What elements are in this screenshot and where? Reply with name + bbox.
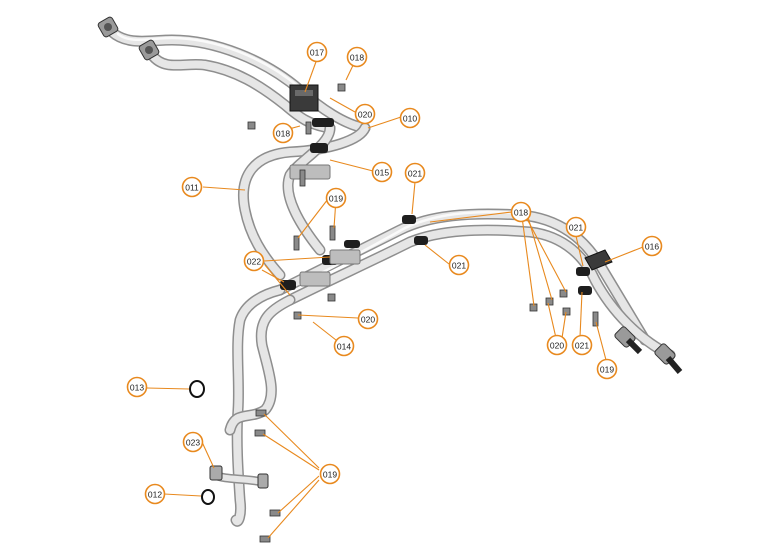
- callout-circle: [565, 216, 587, 238]
- bolts: [247, 83, 599, 543]
- callout-label: 020: [361, 315, 375, 325]
- callout-017: 017: [306, 41, 328, 63]
- fitting-023: [209, 465, 269, 489]
- callout-label: 021: [575, 341, 589, 351]
- callout-circle: [354, 103, 376, 125]
- callout-label: 016: [645, 242, 659, 252]
- bracket-016: [584, 249, 613, 271]
- callout-021: 021: [404, 162, 426, 184]
- callout-circle: [272, 122, 294, 144]
- callout-label: 022: [247, 257, 261, 267]
- fitting-right-1: [614, 326, 643, 355]
- callout-label: 015: [375, 168, 389, 178]
- callout-label: 012: [148, 490, 162, 500]
- callout-label: 020: [358, 110, 372, 120]
- bracket-017: [289, 84, 319, 112]
- callout-circle: [546, 334, 568, 356]
- callout-021: 021: [571, 334, 593, 356]
- callout-label: 021: [408, 169, 422, 179]
- callout-circle: [325, 187, 347, 209]
- callout-label: 010: [403, 114, 417, 124]
- callout-circle: [596, 358, 618, 380]
- pipe-main-run: [274, 208, 676, 361]
- callout-label: 021: [569, 223, 583, 233]
- callout-016: 016: [641, 235, 663, 257]
- callout-014: 014: [333, 335, 355, 357]
- callout-022: 022: [243, 250, 265, 272]
- callout-circle: [510, 201, 532, 223]
- callout-circle: [641, 235, 663, 257]
- callouts: 017 018 020 018 010 015 021 011 019 018 021 016 022 0…: [126, 41, 663, 505]
- callout-circle: [333, 335, 355, 357]
- callout-circle: [181, 176, 203, 198]
- callout-circle: [571, 334, 593, 356]
- callout-circle: [243, 250, 265, 272]
- callout-label: 019: [323, 470, 337, 480]
- leader-lines: [146, 56, 644, 539]
- fitting-top-left-1: [97, 16, 119, 38]
- callout-circle: [144, 483, 166, 505]
- hardware: [97, 16, 683, 543]
- callout-label: 018: [350, 53, 364, 63]
- callout-013: 013: [126, 376, 148, 398]
- callout-label: 017: [310, 48, 324, 58]
- pipe-lower-run: [210, 284, 296, 527]
- fitting-right-2: [654, 343, 683, 374]
- callout-circle: [126, 376, 148, 398]
- callout-019: 019: [325, 187, 347, 209]
- callout-010: 010: [399, 107, 421, 129]
- callout-circle: [306, 41, 328, 63]
- callout-020: 020: [357, 308, 379, 330]
- callout-circle: [319, 463, 341, 485]
- callout-012: 012: [144, 483, 166, 505]
- callout-020: 020: [546, 334, 568, 356]
- pipe-upper-left: [106, 26, 371, 134]
- callout-018: 018: [346, 46, 368, 68]
- callout-circle: [404, 162, 426, 184]
- callout-circle: [448, 254, 470, 276]
- callout-021: 021: [448, 254, 470, 276]
- callout-label: 019: [329, 194, 343, 204]
- callout-circle: [182, 431, 204, 453]
- callout-label: 020: [550, 341, 564, 351]
- callout-label: 013: [130, 383, 144, 393]
- callout-020: 020: [354, 103, 376, 125]
- callout-circle: [346, 46, 368, 68]
- callout-circle: [371, 161, 393, 183]
- callout-label: 011: [185, 183, 199, 193]
- callout-circle: [357, 308, 379, 330]
- callout-021: 021: [565, 216, 587, 238]
- callout-label: 018: [514, 208, 528, 218]
- callout-label: 018: [276, 129, 290, 139]
- callout-label: 019: [600, 365, 614, 375]
- callout-018: 018: [272, 122, 294, 144]
- fitting-top-left-2: [138, 39, 160, 61]
- callout-011: 011: [181, 176, 203, 198]
- callout-label: 023: [186, 438, 200, 448]
- callout-023: 023: [182, 431, 204, 453]
- callout-label: 021: [452, 261, 466, 271]
- callout-018: 018: [510, 201, 532, 223]
- pipe-upper-left-2: [146, 49, 336, 134]
- callout-label: 014: [337, 342, 351, 352]
- callout-019: 019: [319, 463, 341, 485]
- callout-circle: [399, 107, 421, 129]
- o-ring-012: [201, 489, 215, 505]
- callout-019: 019: [596, 358, 618, 380]
- callout-015: 015: [371, 161, 393, 183]
- o-ring-013: [189, 380, 205, 398]
